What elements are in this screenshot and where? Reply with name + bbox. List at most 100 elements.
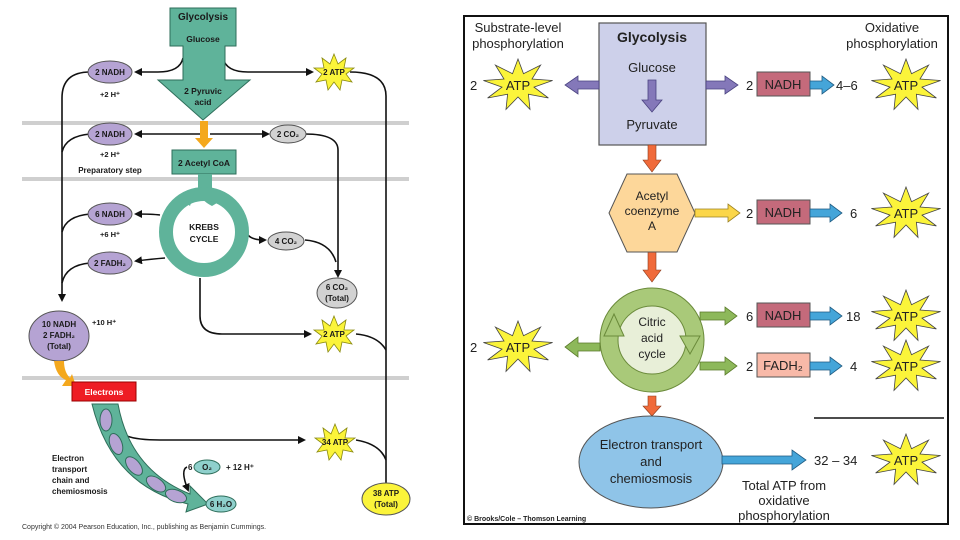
total-yield: 32 – 34: [814, 453, 857, 468]
electrons-box: [71, 381, 137, 402]
credit-text: © Brooks/Cole – Thomson Learning: [467, 515, 586, 523]
acetyl-nadh-arrow: [694, 203, 741, 223]
citric-fadh-arrow: [699, 356, 738, 376]
svg-text:10 NADH: 10 NADH: [42, 320, 76, 329]
acetyl-coa-box: [171, 149, 237, 175]
atp-label: ATP: [894, 359, 918, 374]
nadh-krebs-oval: 6 NADH: [87, 202, 133, 226]
etc-label-right-2: and: [640, 454, 662, 469]
atp-star-glyco-oxidative: ATP: [871, 57, 941, 111]
cycle-arrowhead-left: [603, 312, 625, 337]
substrate-count-glyco: 2: [470, 78, 477, 93]
atp-label: ATP: [894, 206, 918, 221]
atp-glyco-star: 2 ATP: [312, 52, 356, 91]
svg-text:2 CO₂: 2 CO₂: [277, 130, 300, 139]
total-carriers-line-3: (Total): [47, 342, 71, 351]
svg-text:4: 4: [850, 359, 857, 374]
right-diagram: Substrate-level phosphorylation Oxidativ…: [463, 15, 949, 525]
svg-text:2: 2: [746, 359, 753, 374]
substrate-header-2: phosphorylation: [472, 36, 564, 51]
glyco-atp-arrow: [564, 75, 600, 95]
co2-krebs-oval: 4 CO₂: [267, 231, 305, 251]
citric-atp-arrow: [564, 336, 601, 358]
etc-label-right-1: Electron transport: [600, 437, 703, 452]
h-total-label: +10 H⁺: [92, 318, 116, 327]
atp-label: ATP: [506, 340, 530, 355]
svg-text:2 NADH: 2 NADH: [95, 68, 125, 77]
band-divider: [22, 376, 409, 380]
svg-text:4 CO₂: 4 CO₂: [275, 237, 298, 246]
etc-complexes: [99, 408, 188, 504]
krebs-label-1: KREBS: [189, 222, 219, 232]
co2-total-oval: 6 CO₂: [316, 277, 358, 309]
atp-star-glyco-substrate: ATP: [483, 57, 553, 111]
left-diagram: Glycolysis Glucose 2 Pyruvic acid 2 Acet…: [22, 7, 411, 531]
svg-text:18: 18: [846, 309, 860, 324]
oxidative-header-1: Oxidative: [865, 20, 919, 35]
nadh-prep-oval: 2 NADH: [87, 122, 133, 146]
substrate-header-1: Substrate-level: [475, 20, 562, 35]
orange-arrow: [195, 121, 213, 148]
atp-total-oval: 38 ATP: [361, 482, 411, 516]
svg-text:2 NADH: 2 NADH: [95, 130, 125, 139]
total-caption-3: phosphorylation: [738, 508, 830, 523]
atp-star-acetyl: ATP: [871, 185, 941, 239]
atp-label: ATP: [894, 78, 918, 93]
svg-text:NADH: NADH: [765, 77, 802, 92]
row-acetyl: 2 NADH 6: [746, 199, 857, 225]
svg-text:NADH: NADH: [765, 308, 802, 323]
etc-label-4: chemiosmosis: [52, 487, 108, 496]
atp-krebs-star: 2 ATP: [312, 314, 356, 353]
substrate-count-citric: 2: [470, 340, 477, 355]
h-glyco-label: +2 H⁺: [100, 90, 120, 99]
acetyl-down-arrow: [642, 251, 662, 283]
water-oval: 6 H₂O: [205, 495, 237, 513]
svg-text:34 ATP: 34 ATP: [322, 438, 349, 447]
atp-star-total: ATP: [871, 432, 941, 486]
citric-label-3: cycle: [638, 347, 666, 361]
total-carriers-line-2: 2 FADH₂: [43, 331, 75, 340]
glucose-label-right: Glucose: [628, 60, 676, 75]
band-divider: [22, 121, 409, 125]
electrons-label: Electrons: [85, 387, 124, 397]
glyco-nadh-arrow: [705, 75, 739, 95]
citric-nadh-arrow: [699, 306, 738, 326]
fadh-krebs-oval: 2 FADH₂: [87, 251, 133, 275]
glycolysis-title: Glycolysis: [178, 12, 228, 23]
krebs-cycle-ring: [159, 187, 249, 277]
svg-text:6: 6: [850, 206, 857, 221]
total-caption-1: Total ATP from: [742, 478, 826, 493]
co2-prep-oval: 2 CO₂: [269, 124, 307, 144]
o2-coefficient: 6: [188, 463, 193, 472]
krebs-arrowhead: [178, 188, 196, 206]
nadh-glyco-oval: 2 NADH: [87, 60, 133, 84]
total-caption-2: oxidative: [758, 493, 809, 508]
etc-total-arrow: [721, 449, 807, 471]
krebs-label-2: CYCLE: [190, 234, 219, 244]
atp-star-citric-nadh: ATP: [871, 288, 941, 342]
atp-label: ATP: [894, 453, 918, 468]
citric-label-2: acid: [641, 331, 663, 345]
svg-text:38 ATP: 38 ATP: [373, 489, 400, 498]
copyright-text: Copyright © 2004 Pearson Education, Inc.…: [22, 523, 266, 531]
acetyl-label-1: Acetyl: [636, 189, 669, 203]
etc-label-right-3: chemiosmosis: [610, 471, 693, 486]
glucose-label: Glucose: [186, 34, 220, 44]
svg-text:O₂: O₂: [202, 463, 212, 472]
o2-oval: O₂: [193, 459, 221, 475]
svg-text:2 FADH₂: 2 FADH₂: [94, 259, 126, 268]
acetyl-coa-label: 2 Acetyl CoA: [178, 158, 230, 168]
h-etc-label: + 12 H⁺: [226, 463, 254, 472]
svg-text:6 NADH: 6 NADH: [95, 210, 125, 219]
svg-text:6 H₂O: 6 H₂O: [210, 500, 232, 509]
acetyl-label-3: A: [648, 219, 656, 233]
row-citric-nadh: 6 NADH 18: [746, 302, 860, 328]
orange-electron-arrow: [54, 361, 76, 386]
preparatory-step-label: Preparatory step: [78, 166, 142, 175]
etc-label-3: chain and: [52, 476, 89, 485]
svg-text:2: 2: [746, 78, 753, 93]
atp-star-citric-fadh: ATP: [871, 338, 941, 392]
svg-text:4–6: 4–6: [836, 78, 858, 93]
total-carriers-oval: 10 NADH: [28, 310, 90, 362]
